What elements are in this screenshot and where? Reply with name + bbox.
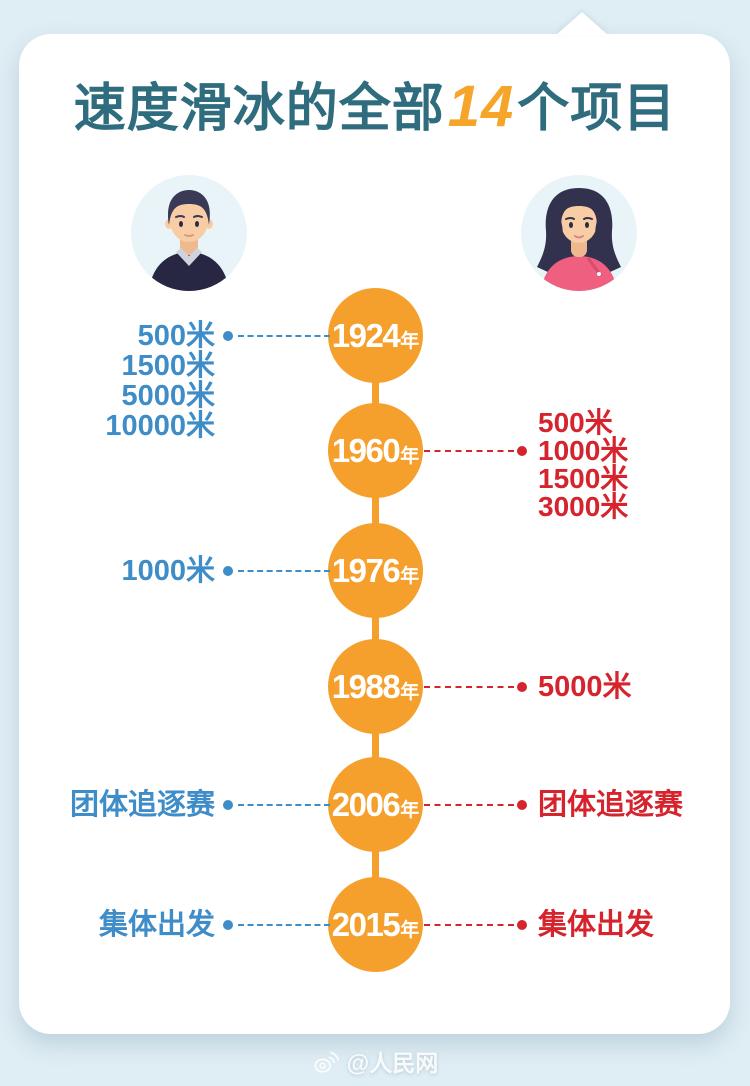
women-events-1988: 5000米 — [538, 672, 632, 702]
men-events-1924: 500米 1500米 5000米 10000米 — [105, 321, 215, 441]
year-suffix: 年 — [400, 920, 420, 941]
men-events-2006: 团体追逐赛 — [70, 790, 215, 820]
men-connector-dot — [223, 920, 233, 930]
event-label: 1000米 — [538, 435, 629, 466]
men-events-1976: 1000米 — [121, 556, 215, 586]
year-suffix: 年 — [400, 566, 420, 587]
women-connector-dash — [424, 686, 514, 688]
men-connector-dot — [223, 566, 233, 576]
event-label: 500米 — [538, 407, 613, 438]
event-label: 3000米 — [538, 491, 629, 522]
event-label: 1500米 — [121, 350, 215, 382]
year-suffix: 年 — [400, 800, 420, 821]
female-avatar-icon — [521, 175, 637, 291]
event-label: 团体追逐赛 — [538, 789, 684, 821]
year-suffix: 年 — [400, 682, 420, 703]
men-connector-dash — [238, 570, 330, 572]
male-avatar-illustration — [131, 175, 247, 291]
men-connector-dot — [223, 800, 233, 810]
year-label: 1924 — [331, 316, 401, 354]
event-label: 5000米 — [121, 380, 215, 412]
women-connector-dot — [517, 682, 527, 692]
event-label: 1000米 — [121, 555, 215, 587]
male-avatar-icon — [131, 175, 247, 291]
women-events-1960: 500米 1000米 1500米 3000米 — [538, 409, 628, 521]
year-suffix: 年 — [400, 446, 420, 467]
weibo-icon — [314, 1051, 339, 1073]
year-suffix: 年 — [400, 331, 420, 352]
watermark: @人民网 — [0, 1044, 750, 1078]
women-connector-dot — [517, 920, 527, 930]
men-connector-dash — [238, 335, 330, 337]
title-prefix: 速度滑冰的全部 — [73, 80, 445, 138]
event-label: 集体出发 — [98, 909, 215, 941]
card-notch — [556, 12, 608, 35]
watermark-text: @人民网 — [346, 1050, 439, 1076]
title-highlight-number: 14 — [447, 74, 515, 139]
women-connector-dash — [424, 804, 514, 806]
women-connector-dash — [424, 924, 514, 926]
event-label: 1500米 — [538, 463, 629, 494]
women-events-2015: 集体出发 — [538, 910, 654, 940]
timeline-spine — [372, 336, 379, 926]
event-label: 5000米 — [538, 671, 632, 703]
year-label: 1960 — [331, 431, 401, 469]
event-label: 500米 — [137, 320, 215, 352]
men-connector-dash — [238, 924, 330, 926]
men-events-2015: 集体出发 — [99, 910, 215, 940]
men-connector-dot — [223, 331, 233, 341]
title-suffix: 个项目 — [517, 80, 677, 138]
year-label: 2006 — [331, 785, 401, 823]
event-label: 集体出发 — [538, 909, 655, 941]
event-label: 10000米 — [105, 410, 215, 442]
men-connector-dash — [238, 804, 330, 806]
year-label: 2015 — [331, 905, 401, 943]
page-title: 速度滑冰的全部14个项目 — [0, 77, 750, 139]
women-connector-dot — [517, 446, 527, 456]
event-label: 团体追逐赛 — [69, 789, 215, 821]
women-connector-dot — [517, 800, 527, 810]
women-connector-dash — [424, 450, 514, 452]
women-events-2006: 团体追逐赛 — [538, 790, 683, 820]
year-label: 1976 — [331, 551, 401, 589]
year-label: 1988 — [331, 667, 401, 705]
female-avatar-illustration — [521, 175, 637, 291]
